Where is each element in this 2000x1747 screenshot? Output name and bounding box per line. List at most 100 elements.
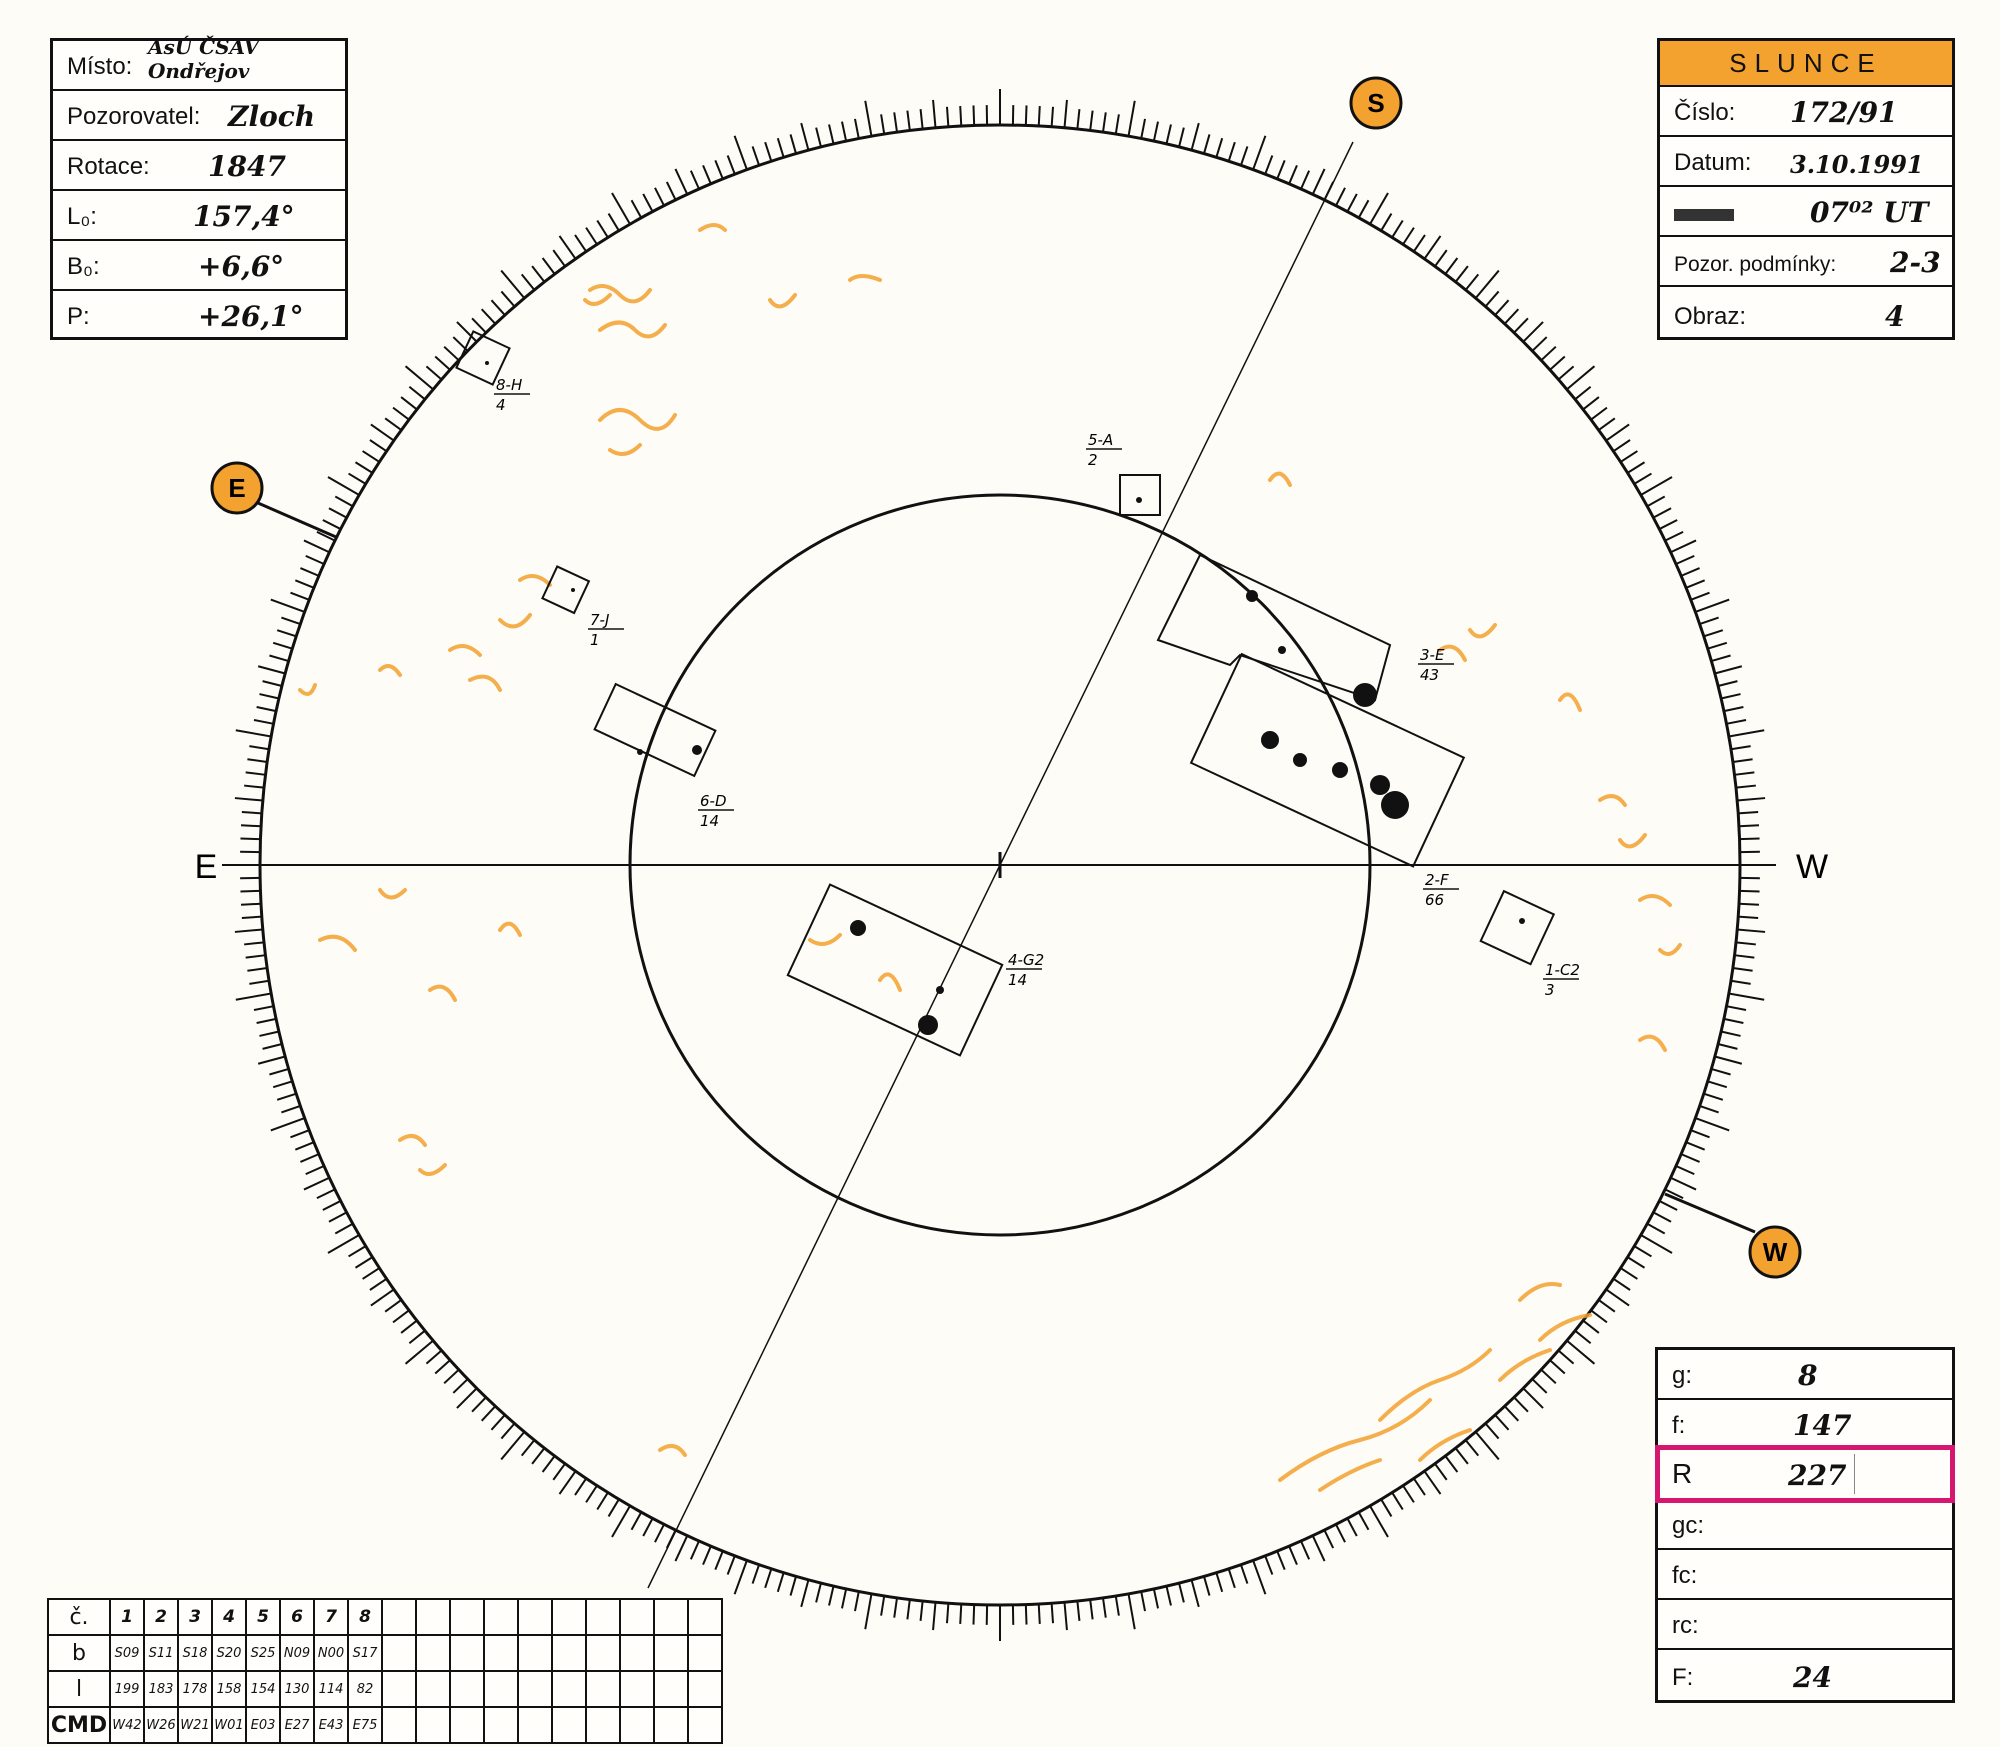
disk-tick [1685, 1141, 1706, 1151]
table-cell [449, 1706, 485, 1744]
disk-tick [247, 758, 268, 764]
disk-tick [1658, 1200, 1678, 1211]
disk-tick [425, 1349, 443, 1365]
central-meridian-line-lower [647, 864, 1001, 1589]
table-cell: 114 [313, 1670, 349, 1708]
table-cell: 8 [347, 1598, 383, 1636]
disk-tick [1633, 1245, 1652, 1258]
disk-tick [384, 417, 402, 431]
disk-tick [1311, 168, 1326, 195]
cislo-value: 172/91 [1790, 96, 1898, 129]
group-label-count: 3 [1545, 981, 1555, 999]
disk-tick [1063, 1602, 1068, 1631]
disk-tick [789, 1576, 797, 1596]
disk-tick [919, 109, 924, 130]
cislo-label: Číslo: [1674, 99, 1736, 126]
disk-tick [932, 1602, 937, 1631]
disk-tick [893, 1597, 899, 1618]
disk-tick [585, 227, 598, 245]
disk-tick [1346, 193, 1358, 213]
disk-tick [1369, 192, 1389, 225]
disk-tick [1726, 719, 1747, 725]
table-cell [517, 1634, 553, 1672]
table-cell [415, 1706, 451, 1744]
disk-tick [1380, 1498, 1393, 1517]
disk-tick [751, 1564, 761, 1584]
group-label-count: 1 [590, 631, 600, 649]
table-cell [517, 1670, 553, 1708]
table-cell [483, 1706, 519, 1744]
disk-tick [1690, 1129, 1710, 1139]
disk-tick [1190, 1579, 1200, 1608]
counts-box: g: 8 f: 147 R 227 gc: fc: rc: F: 24 [1655, 1347, 1955, 1703]
disk-tick [1076, 1600, 1081, 1621]
table-cell: 5 [245, 1598, 281, 1636]
table-cell [551, 1670, 587, 1708]
table-cell: E03 [245, 1706, 281, 1744]
disk-tick [1703, 1092, 1724, 1101]
disk-tick [256, 1017, 277, 1024]
disk-tick [1726, 1005, 1747, 1011]
disk-tick [800, 1579, 810, 1608]
disk-tick [452, 1378, 469, 1394]
disk-tick [362, 450, 380, 463]
disk-tick [1513, 1396, 1529, 1413]
disk-tick [558, 1470, 577, 1495]
table-cell [517, 1706, 553, 1744]
table-cell: E27 [279, 1706, 315, 1744]
disk-tick [392, 406, 410, 421]
disk-tick [1652, 507, 1672, 519]
disk-tick [253, 1005, 274, 1011]
central-meridian-line [999, 141, 1354, 866]
disk-tick [1620, 450, 1638, 463]
disk-tick [1605, 423, 1630, 442]
table-cell [415, 1598, 451, 1636]
podminky-label: Pozor. podmínky: [1674, 253, 1837, 276]
disk-tick [240, 889, 261, 893]
disk-tick [1063, 99, 1068, 128]
disk-tick [425, 365, 443, 381]
disk-tick [1127, 1593, 1136, 1630]
disk-tick [1675, 1165, 1695, 1176]
disk-tick [305, 1165, 325, 1176]
table-cell [585, 1706, 621, 1744]
disk-tick [1522, 1387, 1544, 1409]
table-cell [653, 1706, 689, 1744]
disk-tick [1050, 106, 1055, 127]
disk-tick [1738, 915, 1759, 920]
pozorovatel-label: Pozorovatel: [67, 103, 201, 130]
table-cell: 4 [211, 1598, 247, 1636]
disk-tick [1513, 317, 1529, 334]
table-cell: E43 [313, 1706, 349, 1744]
disk-tick [1494, 299, 1510, 316]
disk-tick [689, 170, 700, 190]
disk-tick [1152, 1588, 1159, 1609]
disk-tick [906, 1599, 911, 1620]
disk-tick [500, 1431, 526, 1461]
disk-tick [630, 199, 643, 219]
fc-label: fc: [1672, 1562, 1698, 1589]
table-cell [619, 1598, 655, 1636]
disk-tick [1215, 137, 1224, 158]
disk-tick [1444, 257, 1459, 275]
e-circle-marker [210, 461, 264, 515]
disk-tick [1646, 1222, 1666, 1235]
table-cell: 183 [143, 1670, 179, 1708]
disk-tick [370, 1288, 395, 1307]
disk-tick [262, 680, 283, 687]
disk-tick [334, 495, 354, 508]
disk-tick [327, 476, 360, 496]
disk-tick [1646, 495, 1666, 508]
datum-label: Datum: [1674, 149, 1752, 176]
disk-tick [334, 1222, 354, 1235]
disk-tick [1165, 1585, 1172, 1606]
disk-tick [1723, 706, 1744, 713]
disk-tick [290, 591, 310, 601]
disk-tick [443, 1368, 460, 1385]
obraz-label: Obraz: [1674, 303, 1747, 330]
disk-tick [1566, 1339, 1596, 1365]
table-cell [381, 1634, 417, 1672]
disk-tick [1737, 797, 1766, 802]
disk-tick [1711, 1068, 1731, 1076]
disk-tick [1412, 234, 1426, 253]
